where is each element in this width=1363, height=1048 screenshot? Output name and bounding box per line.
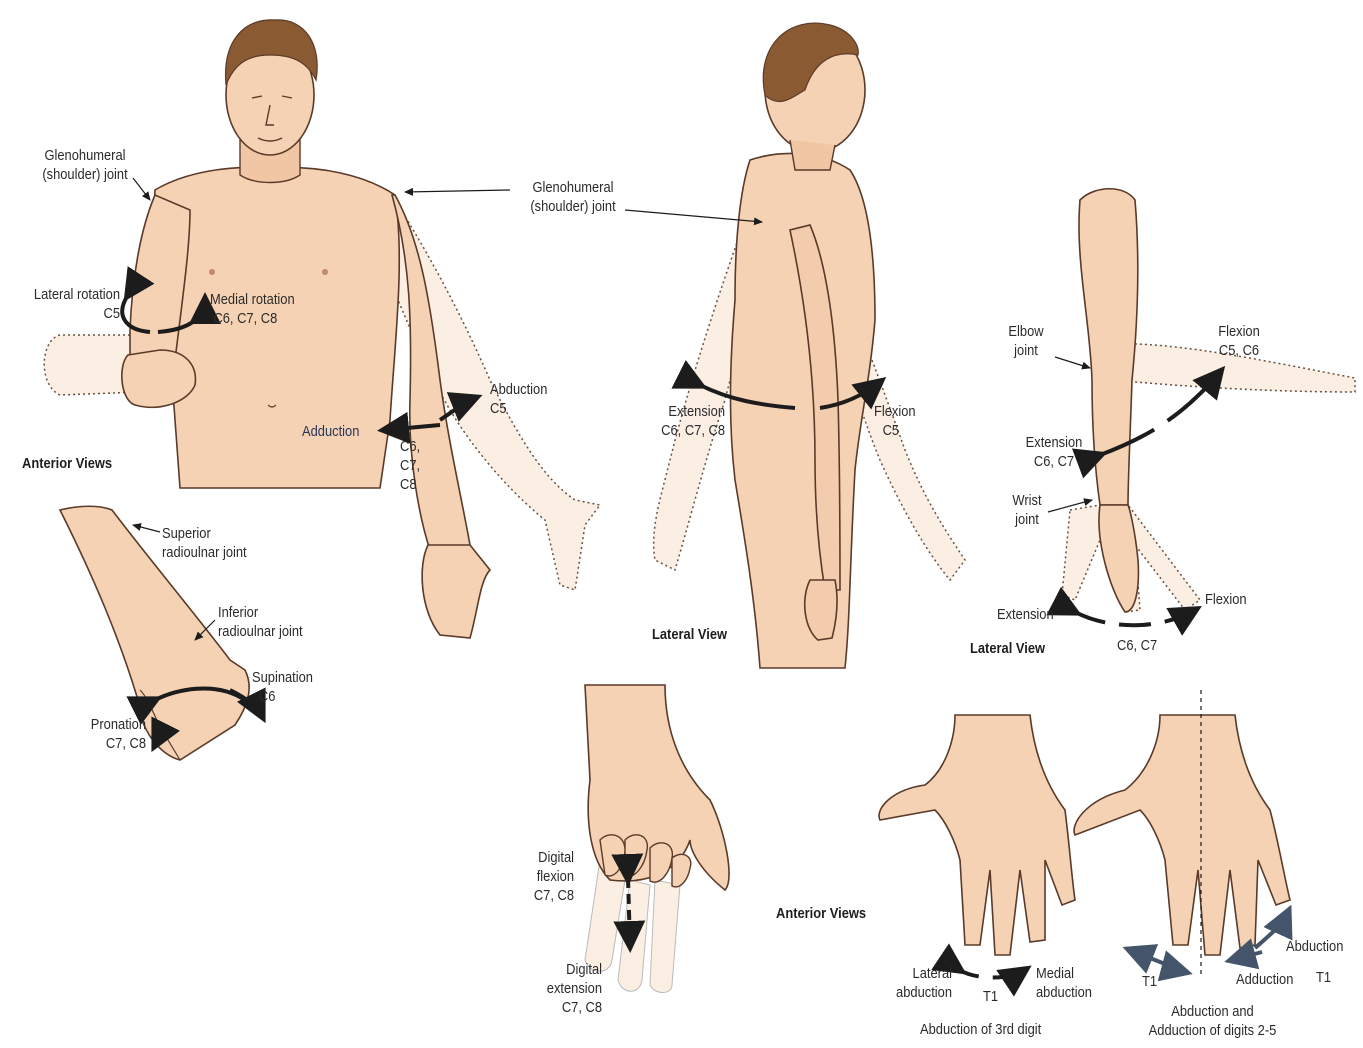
- elbow-wrist-figure: [1048, 189, 1355, 626]
- hanging-hand: [422, 545, 490, 638]
- digital-flexion-figure: [585, 685, 729, 993]
- caption-abduction-3rd-digit: Abduction of 3rd digit: [920, 1020, 1041, 1039]
- label-t1-left: T1: [1142, 972, 1157, 991]
- leader-line-icon: [133, 525, 160, 532]
- wrist-arrow-icon: [1075, 610, 1195, 625]
- hand-abduction-2-5: [1074, 715, 1290, 955]
- label-abduction-right: Abduction: [1286, 937, 1343, 956]
- label-wrist-roots: C6, C7: [1117, 636, 1157, 655]
- label-glenohumeral-left: Glenohumeral(shoulder) joint: [25, 146, 145, 184]
- label-adduction-right: Adduction: [1236, 970, 1293, 989]
- label-t1-right: T1: [1316, 968, 1331, 987]
- abduction-2-5-arrow-icon: [1255, 912, 1288, 948]
- label-glenohumeral-center: Glenohumeral(shoulder) joint: [513, 178, 633, 216]
- label-anterior-views-bottom: Anterior Views: [776, 904, 866, 923]
- label-lateral-view-center: Lateral View: [652, 625, 727, 644]
- label-extension-wrist: Extension: [997, 605, 1054, 624]
- label-anterior-views-top: Anterior Views: [22, 454, 112, 473]
- leader-line-icon: [1055, 357, 1090, 368]
- label-adduction-roots: C6,C7,C8: [400, 437, 420, 494]
- label-t1-third: T1: [983, 987, 998, 1006]
- fist: [122, 350, 196, 407]
- leader-line-icon: [405, 190, 510, 192]
- label-flexion-wrist: Flexion: [1205, 590, 1247, 609]
- label-lateral-view-right: Lateral View: [970, 639, 1045, 658]
- label-adduction-arm: Adduction: [302, 422, 359, 441]
- abduction-3rd-arrow-icon: [960, 970, 1025, 978]
- lateral-figure: [625, 23, 965, 668]
- abduction-hands-figure: [879, 690, 1290, 978]
- hand-abduction-3rd: [879, 715, 1075, 955]
